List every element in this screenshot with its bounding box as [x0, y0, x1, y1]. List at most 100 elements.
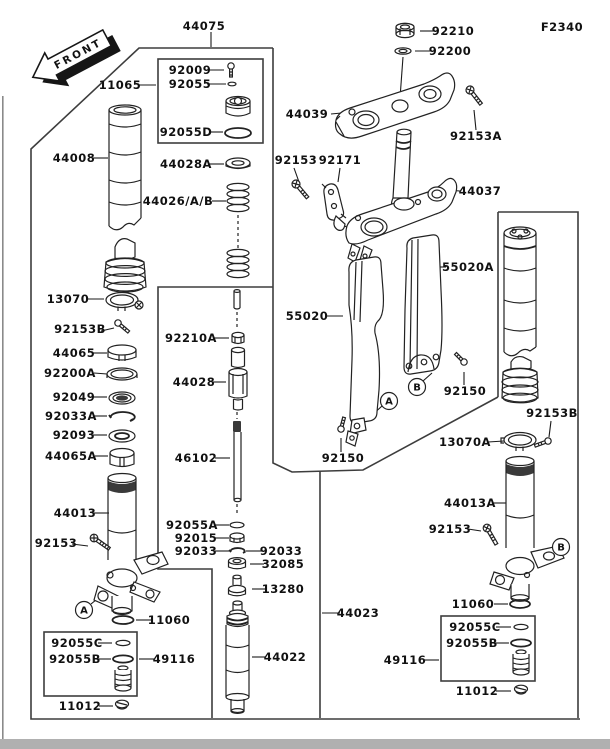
- bolt-92153a: [465, 85, 484, 107]
- clamp-13070: [105, 291, 144, 311]
- bolt-92153b-left: [114, 319, 131, 334]
- part-label-92049[interactable]: 92049: [53, 390, 96, 404]
- air-valve-left: [114, 665, 132, 692]
- bolt-92150-left: [337, 416, 347, 433]
- part-label-92153b-left[interactable]: 92153B: [54, 322, 106, 336]
- part-label-49116-right[interactable]: 49116: [384, 653, 427, 667]
- part-label-92153a[interactable]: 92153A: [450, 129, 502, 143]
- part-label-49116-left[interactable]: 49116: [153, 652, 196, 666]
- inner-tube-44013: [107, 472, 137, 560]
- bolt-92153b-right: [533, 437, 552, 448]
- ref-circle-a-left[interactable]: A: [74, 600, 94, 620]
- clip-92033: [228, 547, 246, 554]
- part-label-92033-left[interactable]: 92033: [175, 544, 218, 558]
- part-label-92055c-right[interactable]: 92055C: [449, 620, 500, 634]
- oring-92055: [227, 81, 237, 87]
- dust-boot-left: [103, 238, 147, 293]
- part-label-92210a[interactable]: 92210A: [165, 331, 217, 345]
- bolt-92153-mid: [291, 179, 310, 200]
- part-label-92153b-right[interactable]: 92153B: [526, 406, 578, 420]
- part-label-92055[interactable]: 92055: [169, 77, 212, 91]
- part-label-92093[interactable]: 92093: [53, 428, 96, 442]
- part-label-92150-right[interactable]: 92150: [444, 384, 487, 398]
- part-label-44028[interactable]: 44028: [173, 375, 216, 389]
- washer-92200a: [106, 367, 138, 381]
- part-label-92033-right[interactable]: 92033: [260, 544, 303, 558]
- part-label-92055c-left[interactable]: 92055C: [51, 636, 102, 650]
- part-label-11012-right[interactable]: 11012: [456, 684, 499, 698]
- valve-kit-box-right: [440, 615, 536, 682]
- part-label-13070[interactable]: 13070: [47, 292, 90, 306]
- part-label-44026[interactable]: 44026/A/B: [143, 194, 214, 208]
- oring-11060-left: [111, 615, 135, 625]
- part-label-46102[interactable]: 46102: [175, 451, 218, 465]
- piston-rod-46102: [233, 421, 242, 515]
- part-label-44028a[interactable]: 44028A: [160, 157, 212, 171]
- part-label-92153-right[interactable]: 92153: [429, 522, 472, 536]
- part-label-92033a[interactable]: 92033A: [45, 409, 97, 423]
- svg-text:A: A: [385, 397, 393, 408]
- bolt-92009: [227, 62, 235, 78]
- part-label-44023[interactable]: 44023: [337, 606, 380, 620]
- part-label-55020[interactable]: 55020: [286, 309, 329, 323]
- steering-stem-washer: [394, 47, 412, 55]
- part-label-92153-mid[interactable]: 92153: [275, 153, 318, 167]
- oring-11060-right: [509, 599, 531, 609]
- part-label-92150-left[interactable]: 92150: [322, 451, 365, 465]
- part-label-11060-left[interactable]: 11060: [148, 613, 191, 627]
- nut-92015: [229, 532, 245, 544]
- part-label-92055a[interactable]: 92055A: [166, 518, 218, 532]
- page-bottom-strip: [0, 739, 610, 749]
- part-label-44008[interactable]: 44008: [53, 151, 96, 165]
- part-label-44065a[interactable]: 44065A: [45, 449, 97, 463]
- bolt-92150-right: [453, 351, 468, 366]
- cap-assembly-box: [157, 58, 264, 144]
- bolt-92153-left: [89, 533, 112, 551]
- part-label-92200[interactable]: 92200: [429, 44, 472, 58]
- fork-tube-right: [503, 226, 537, 357]
- bushing-44065a: [109, 447, 135, 468]
- oring-92055a: [229, 521, 245, 529]
- part-label-11060-right[interactable]: 11060: [452, 597, 495, 611]
- part-label-44065[interactable]: 44065: [53, 346, 96, 360]
- part-label-92171[interactable]: 92171: [319, 153, 362, 167]
- part-label-11065[interactable]: 11065: [99, 78, 142, 92]
- part-label-44037[interactable]: 44037: [459, 184, 502, 198]
- seal-92049: [108, 391, 136, 405]
- part-label-44075[interactable]: 44075: [183, 19, 226, 33]
- left-group-box: [30, 47, 580, 720]
- seal-92093: [108, 429, 136, 443]
- part-label-92055d[interactable]: 92055D: [160, 125, 213, 139]
- page-left-border: [2, 96, 4, 739]
- oring-92055b-right: [510, 638, 532, 648]
- part-label-92153-left[interactable]: 92153: [35, 536, 78, 550]
- part-label-32085[interactable]: 32085: [262, 557, 305, 571]
- fiche-code: F2340: [541, 20, 583, 34]
- part-label-13070a[interactable]: 13070A: [439, 435, 491, 449]
- part-label-92055b-right[interactable]: 92055B: [446, 636, 498, 650]
- part-label-92055b-left[interactable]: 92055B: [49, 652, 101, 666]
- part-label-92210[interactable]: 92210: [432, 24, 475, 38]
- oring-92055d: [224, 127, 252, 139]
- part-label-44013a[interactable]: 44013A: [444, 496, 496, 510]
- ref-circle-b-right[interactable]: B: [551, 537, 571, 557]
- part-label-92015[interactable]: 92015: [175, 531, 218, 545]
- fork-cap: [225, 95, 251, 117]
- part-label-44039[interactable]: 44039: [286, 107, 329, 121]
- svg-text:B: B: [413, 383, 421, 394]
- part-label-92009[interactable]: 92009: [169, 63, 212, 77]
- part-label-92200a[interactable]: 92200A: [44, 366, 96, 380]
- part-label-13280[interactable]: 13280: [262, 582, 305, 596]
- axle-holder-left: [93, 551, 169, 616]
- part-label-11012-left[interactable]: 11012: [59, 699, 102, 713]
- cylinder-44022: [225, 600, 250, 714]
- part-label-44022[interactable]: 44022: [264, 650, 307, 664]
- front-arrow: FRONT: [31, 28, 121, 87]
- part-label-44013[interactable]: 44013: [54, 506, 97, 520]
- ref-circle-a-mid[interactable]: A: [379, 391, 399, 411]
- spring-44026: [226, 182, 250, 279]
- part-label-55020a[interactable]: 55020A: [442, 260, 494, 274]
- ref-circle-b-mid[interactable]: B: [407, 377, 427, 397]
- guards-group-box: [272, 48, 499, 473]
